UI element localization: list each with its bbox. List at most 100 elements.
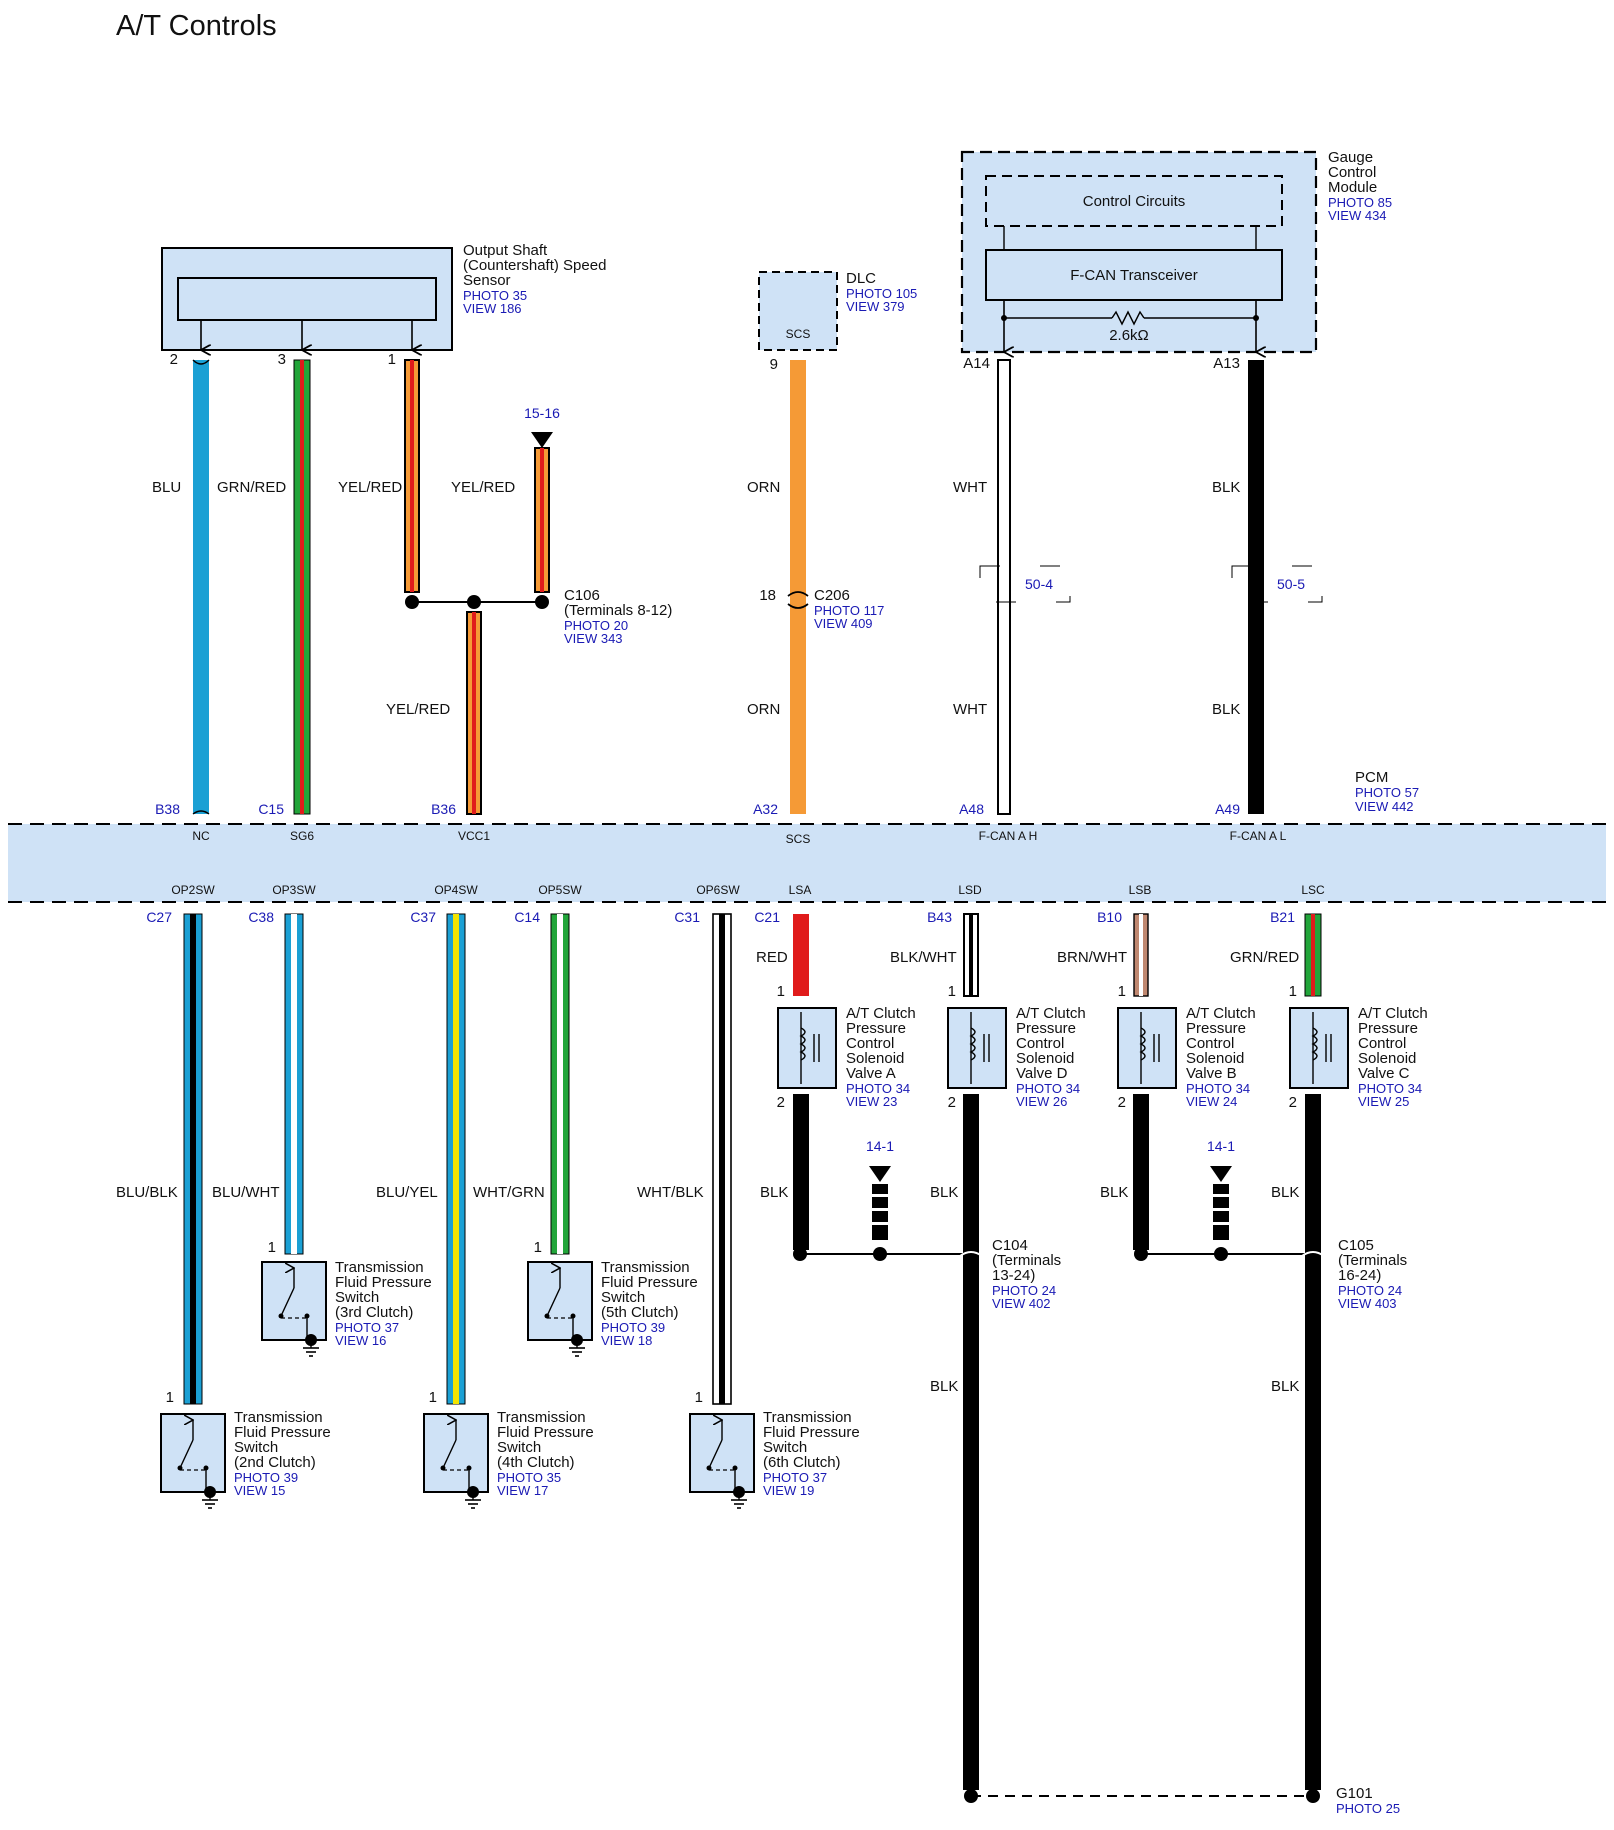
svg-text:Sensor: Sensor — [463, 272, 511, 289]
ground-g101: G101 PHOTO 25 — [964, 1785, 1400, 1816]
svg-text:SCS: SCS — [786, 832, 811, 846]
solenoid-valve-a: A/T Clutch Pressure Control Solenoid Val… — [777, 1005, 916, 1109]
wire-lsa: LSA C21 RED 1 2 BLK — [754, 883, 811, 1250]
wire-op3sw: OP3SW C38 BLU/WHT 1 — [212, 883, 316, 1256]
svg-text:Solenoid: Solenoid — [1358, 1050, 1416, 1067]
svg-text:LSB: LSB — [1129, 883, 1152, 897]
svg-text:2: 2 — [777, 1094, 785, 1111]
svg-text:PHOTO 39: PHOTO 39 — [601, 1320, 665, 1335]
page-title: A/T Controls — [116, 10, 277, 42]
pressure-switch-5th-clutch: Transmission Fluid Pressure Switch (5th … — [527, 1259, 698, 1357]
pressure-switch-2nd-clutch: Transmission Fluid Pressure Switch (2nd … — [160, 1409, 331, 1509]
wire-grn-red: 3 GRN/RED C15 SG6 — [217, 351, 314, 843]
svg-text:C206: C206 — [814, 587, 850, 604]
svg-text:SG6: SG6 — [290, 829, 314, 843]
svg-text:2: 2 — [1289, 1094, 1297, 1111]
svg-text:2: 2 — [170, 351, 178, 368]
svg-text:C15: C15 — [258, 801, 284, 817]
svg-text:Output Shaft: Output Shaft — [463, 242, 548, 259]
svg-text:PHOTO 37: PHOTO 37 — [335, 1320, 399, 1335]
svg-text:Transmission: Transmission — [763, 1409, 852, 1426]
svg-text:Transmission: Transmission — [497, 1409, 586, 1426]
svg-text:Solenoid: Solenoid — [1016, 1050, 1074, 1067]
svg-text:Gauge: Gauge — [1328, 149, 1373, 166]
svg-text:WHT: WHT — [953, 701, 987, 718]
wire-orn: 9 ORN 18 ORN A32 SCS C206 PHOTO 117 VIEW… — [747, 356, 884, 846]
svg-text:WHT/GRN: WHT/GRN — [473, 1184, 545, 1201]
svg-text:14-1: 14-1 — [866, 1138, 894, 1154]
svg-text:VIEW 19: VIEW 19 — [763, 1483, 814, 1498]
gauge-control-module: Control Circuits F-CAN Transceiver 2.6kΩ… — [960, 149, 1392, 352]
svg-text:VIEW 26: VIEW 26 — [1016, 1094, 1067, 1109]
wire-yel-red-2: 15-16 YEL/RED — [451, 405, 560, 593]
svg-text:Valve C: Valve C — [1358, 1065, 1410, 1082]
svg-text:Pressure: Pressure — [846, 1020, 906, 1037]
svg-text:C38: C38 — [248, 909, 274, 925]
svg-text:BLU: BLU — [152, 479, 181, 496]
svg-text:A48: A48 — [959, 801, 984, 817]
svg-text:Pressure: Pressure — [1186, 1020, 1246, 1037]
svg-text:2: 2 — [1118, 1094, 1126, 1111]
svg-text:A/T Clutch: A/T Clutch — [1358, 1005, 1428, 1022]
wire-op4sw: OP4SW C37 BLU/YEL 1 — [376, 883, 478, 1406]
svg-text:VCC1: VCC1 — [458, 829, 490, 843]
svg-text:C105: C105 — [1338, 1237, 1374, 1254]
svg-text:50-4: 50-4 — [1025, 576, 1053, 592]
svg-text:PHOTO 24: PHOTO 24 — [1338, 1283, 1402, 1298]
svg-text:BLK: BLK — [930, 1378, 958, 1395]
svg-text:9: 9 — [770, 356, 778, 373]
svg-text:2.6kΩ: 2.6kΩ — [1109, 327, 1149, 344]
svg-text:15-16: 15-16 — [524, 405, 560, 421]
svg-text:VIEW 186: VIEW 186 — [463, 301, 522, 316]
svg-text:Fluid Pressure: Fluid Pressure — [601, 1274, 698, 1291]
splice-c104: C104 (Terminals 13-24) PHOTO 24 VIEW 402 — [793, 1237, 1061, 1311]
svg-text:Switch: Switch — [763, 1439, 807, 1456]
svg-text:A13: A13 — [1213, 355, 1240, 372]
svg-text:14-1: 14-1 — [1207, 1138, 1235, 1154]
svg-text:Switch: Switch — [601, 1289, 645, 1306]
svg-text:Fluid Pressure: Fluid Pressure — [234, 1424, 331, 1441]
svg-text:PCM: PCM — [1355, 769, 1388, 786]
solenoid-valve-d: A/T Clutch Pressure Control Solenoid Val… — [947, 1005, 1086, 1109]
svg-text:DLC: DLC — [846, 270, 876, 287]
svg-text:PHOTO 25: PHOTO 25 — [1336, 1801, 1400, 1816]
svg-text:VIEW 25: VIEW 25 — [1358, 1094, 1409, 1109]
svg-text:2: 2 — [948, 1094, 956, 1111]
svg-text:C104: C104 — [992, 1237, 1028, 1254]
svg-text:18: 18 — [759, 587, 776, 604]
svg-text:1: 1 — [948, 983, 956, 1000]
wire-lsd: LSD B43 BLK/WHT 1 2 BLK BLK — [890, 883, 982, 1790]
svg-text:Fluid Pressure: Fluid Pressure — [497, 1424, 594, 1441]
svg-text:C27: C27 — [146, 909, 172, 925]
svg-text:PHOTO 35: PHOTO 35 — [497, 1470, 561, 1485]
svg-text:VIEW 343: VIEW 343 — [564, 631, 623, 646]
svg-text:PHOTO 105: PHOTO 105 — [846, 286, 917, 301]
svg-text:A/T Clutch: A/T Clutch — [846, 1005, 916, 1022]
wire-blu: 2 BLU B38 NC — [152, 351, 210, 843]
svg-text:A14: A14 — [963, 355, 990, 372]
svg-text:OP3SW: OP3SW — [272, 883, 316, 897]
svg-text:A49: A49 — [1215, 801, 1240, 817]
svg-text:GRN/RED: GRN/RED — [1230, 949, 1299, 966]
svg-text:(Terminals: (Terminals — [992, 1252, 1061, 1269]
svg-text:PHOTO 39: PHOTO 39 — [234, 1470, 298, 1485]
svg-text:1: 1 — [1289, 983, 1297, 1000]
pressure-switch-3rd-clutch: Transmission Fluid Pressure Switch (3rd … — [261, 1259, 432, 1357]
svg-text:BLK: BLK — [760, 1184, 788, 1201]
svg-text:1: 1 — [777, 983, 785, 1000]
svg-text:Switch: Switch — [234, 1439, 278, 1456]
svg-text:B21: B21 — [1270, 909, 1295, 925]
svg-text:PHOTO 34: PHOTO 34 — [1186, 1081, 1250, 1096]
svg-text:1: 1 — [388, 351, 396, 368]
svg-text:PHOTO 85: PHOTO 85 — [1328, 195, 1392, 210]
svg-text:Valve B: Valve B — [1186, 1065, 1237, 1082]
svg-text:BLK: BLK — [1271, 1378, 1299, 1395]
svg-text:B43: B43 — [927, 909, 952, 925]
svg-text:BLK: BLK — [1212, 479, 1240, 496]
output-shaft-speed-sensor: Output Shaft (Countershaft) Speed Sensor… — [161, 242, 606, 350]
svg-text:G101: G101 — [1336, 1785, 1373, 1802]
svg-text:A32: A32 — [753, 801, 778, 817]
svg-text:LSA: LSA — [789, 883, 812, 897]
pcm-band — [8, 823, 1606, 903]
